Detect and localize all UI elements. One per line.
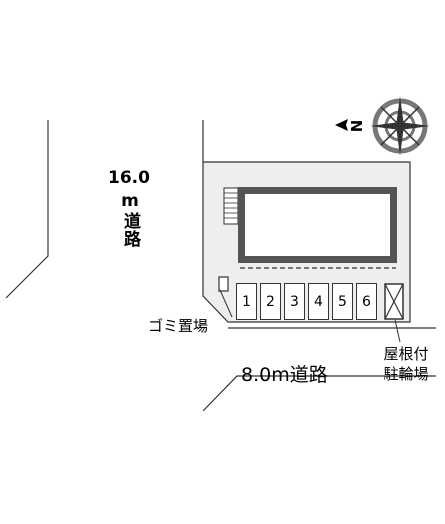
main-road-label: m道路 — [120, 191, 140, 248]
main-road-left-edge — [5, 120, 49, 299]
bike-label-line2: 駐輪場 — [383, 364, 429, 383]
building — [245, 194, 390, 256]
garbage-label: ゴミ置場 — [148, 317, 209, 335]
parking-space: 6 — [356, 283, 377, 320]
stairs — [223, 187, 239, 225]
bike-leader — [394, 319, 401, 343]
bike-label-line1: 屋根付 — [383, 345, 429, 363]
bike-parking-label: 屋根付 駐輪場 — [376, 345, 436, 384]
bicycle-parking — [384, 283, 404, 320]
side-road-label: 8.0m道路 — [241, 364, 328, 386]
parking-space: 4 — [308, 283, 329, 320]
side-road-bottom-edge — [202, 375, 436, 412]
garbage-storage — [218, 276, 229, 292]
compass-north-label: N — [348, 120, 366, 133]
parking-space: 1 — [236, 283, 257, 320]
garbage-leader — [219, 289, 233, 318]
parking-space: 2 — [260, 283, 281, 320]
compass-rose-icon — [335, 96, 430, 156]
main-road-width-label: 16.0 — [108, 168, 150, 188]
parking-space: 5 — [332, 283, 353, 320]
parking-space: 3 — [284, 283, 305, 320]
